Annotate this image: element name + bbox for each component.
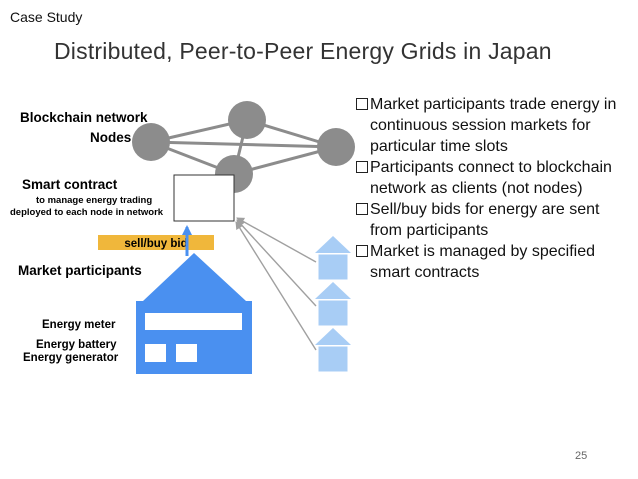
- small-house: [315, 328, 351, 373]
- participant-arrow: [236, 217, 317, 263]
- small-house-body: [317, 345, 349, 373]
- case-study-label: Case Study: [10, 9, 83, 25]
- small-houses: [315, 236, 351, 373]
- energy-meter-label: Energy meter: [42, 319, 116, 331]
- small-house-roof: [315, 236, 351, 253]
- small-house-roof: [315, 282, 351, 299]
- blockchain-network-label: Blockchain network: [20, 110, 148, 125]
- energy-generator-label: Energy generator: [23, 352, 119, 364]
- checkbox-bullet-icon: [356, 245, 368, 257]
- participant-house: [136, 253, 252, 374]
- small-house: [315, 282, 351, 327]
- network-node: [132, 123, 170, 161]
- energy-battery-label: Energy battery: [36, 339, 117, 351]
- energy-generator-panel: [176, 344, 197, 362]
- checkbox-bullet-icon: [356, 98, 368, 110]
- smart-contract-desc-2: deployed to each node in network: [10, 207, 164, 218]
- bullet-text: Market participants trade energy in cont…: [370, 96, 617, 155]
- small-house: [315, 236, 351, 281]
- nodes-label: Nodes: [90, 130, 131, 145]
- bullet-text: Sell/buy bids for energy are sent from p…: [370, 201, 600, 239]
- bullet-item: Participants connect to blockchain netwo…: [356, 157, 636, 199]
- small-house-body: [317, 253, 349, 281]
- network-edge: [150, 140, 337, 149]
- network-node: [317, 128, 355, 166]
- page-number: 25: [575, 450, 588, 462]
- smart-contract-box: [173, 174, 235, 222]
- bullet-text: Participants connect to blockchain netwo…: [370, 159, 612, 197]
- bullet-list: Market participants trade energy in cont…: [356, 94, 636, 283]
- bullet-item: Market participants trade energy in cont…: [356, 94, 636, 157]
- house-body: [136, 301, 252, 374]
- energy-meter-panel: [145, 313, 242, 330]
- smart-contract-desc-1: to manage energy trading: [36, 195, 152, 206]
- smart-contract-label: Smart contract: [22, 177, 118, 192]
- market-participants-label: Market participants: [18, 263, 142, 278]
- house-roof: [143, 253, 246, 301]
- participant-arrows: [235, 217, 317, 351]
- bullet-text: Market is managed by specified smart con…: [370, 243, 595, 281]
- slide-title: Distributed, Peer-to-Peer Energy Grids i…: [54, 38, 552, 64]
- small-house-body: [317, 299, 349, 327]
- checkbox-bullet-icon: [356, 203, 368, 215]
- participant-arrow: [235, 221, 317, 351]
- participant-arrow: [236, 219, 317, 307]
- bullet-item: Market is managed by specified smart con…: [356, 241, 636, 283]
- bullet-item: Sell/buy bids for energy are sent from p…: [356, 199, 636, 241]
- network-nodes: [132, 101, 355, 193]
- network-node: [228, 101, 266, 139]
- bid-bar: [98, 235, 214, 250]
- energy-battery-panel: [145, 344, 166, 362]
- checkbox-bullet-icon: [356, 161, 368, 173]
- small-house-roof: [315, 328, 351, 345]
- bid-label: sell/buy bid: [124, 238, 187, 250]
